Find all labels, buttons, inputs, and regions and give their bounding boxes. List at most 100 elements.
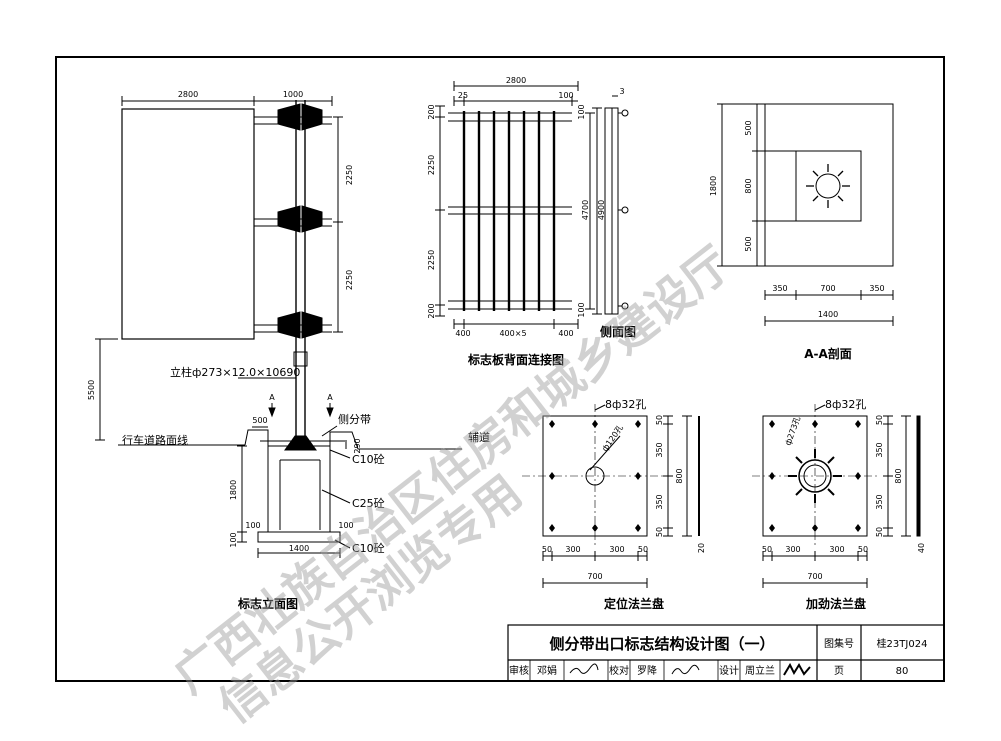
side-view xyxy=(585,95,629,315)
dim-label: 100 xyxy=(577,104,586,119)
dim-label: 50 xyxy=(858,545,868,554)
drawing-title: 侧分带出口标志结构设计图（一） xyxy=(549,635,774,653)
atlas-label: 图集号 xyxy=(824,637,854,650)
hole-label: 8ф32孔 xyxy=(825,398,866,411)
page-label: 页 xyxy=(834,665,844,677)
dim-label: 100 xyxy=(338,521,353,530)
designer-signature xyxy=(783,662,811,676)
dim-label: 2800 xyxy=(178,90,198,99)
reviewer-name: 邓娟 xyxy=(537,664,557,677)
dim-label: 50 xyxy=(762,545,772,554)
title-block xyxy=(507,624,945,682)
flange-stiffened xyxy=(752,404,921,588)
sign-arm xyxy=(254,205,332,233)
dim-label: 300 xyxy=(829,545,844,554)
dim-label: 1000 xyxy=(283,90,303,99)
concrete-label: C25砼 xyxy=(352,497,385,510)
concrete-label: C10砼 xyxy=(352,453,385,466)
dim-label: 25 xyxy=(458,91,468,100)
dim-label: 4900 xyxy=(597,200,606,220)
dim-label: 4700 xyxy=(581,200,590,220)
dim-label: 300 xyxy=(785,545,800,554)
post-base xyxy=(284,435,317,451)
checker-signature xyxy=(671,664,700,675)
flange-stiffened-caption: 加劲法兰盘 xyxy=(805,596,866,611)
sign-arm xyxy=(254,311,332,339)
section-mark: A xyxy=(269,393,275,402)
dim-label: 100 xyxy=(229,532,238,547)
dim-label: 700 xyxy=(587,572,602,581)
dim-label: 50 xyxy=(655,527,664,537)
dim-label: 2250 xyxy=(427,250,436,270)
page-number: 80 xyxy=(896,666,909,677)
dim-label: 800 xyxy=(675,468,684,483)
hole-label: ф120孔 xyxy=(600,423,625,453)
flange-plate xyxy=(795,150,862,222)
dim-label: 50 xyxy=(655,415,664,425)
dim-label: 2250 xyxy=(345,270,354,290)
watermark-line-1: 广西壮族自治区住房和城乡建设厅 xyxy=(164,236,741,703)
dim-label: 100 xyxy=(577,302,586,317)
sign-arm xyxy=(254,103,332,131)
reviewer-signature xyxy=(569,663,599,674)
section-aa-labels: 500 800 500 1800 350 700 350 1400 A-A剖面 xyxy=(709,120,885,361)
dim-label: 350 xyxy=(875,442,884,457)
title-block-text: 侧分带出口标志结构设计图（一） 图集号 桂23TJ024 审核 邓娟 校对 罗降… xyxy=(509,635,927,677)
section-aa-caption: A-A剖面 xyxy=(804,346,852,361)
dim-label: 50 xyxy=(875,415,884,425)
median-label: 侧分带 xyxy=(338,413,371,426)
dim-label: 100 xyxy=(245,521,260,530)
dim-label: 700 xyxy=(807,572,822,581)
dim-label: 200 xyxy=(427,303,436,318)
back-view-labels: 2800 25 100 200 2250 2250 200 400 400×5 … xyxy=(427,76,574,367)
post-label: 立柱ф273×12.0×10690 xyxy=(170,365,300,379)
dim-label: 300 xyxy=(565,545,580,554)
flange-locating-caption: 定位法兰盘 xyxy=(604,596,664,611)
elevation-labels: 2800 1000 2250 2250 5500 立柱ф273×12.0×106… xyxy=(87,90,490,611)
hole-label: ф273孔 xyxy=(783,415,802,446)
dim-label: 500 xyxy=(252,416,267,425)
design-label: 设计 xyxy=(719,664,739,677)
dim-label: 50 xyxy=(542,545,552,554)
section-mark: A xyxy=(327,393,333,402)
dim-label: 350 xyxy=(655,494,664,509)
sign-panel xyxy=(121,108,255,340)
road-surface-label: 行车道路面线 xyxy=(122,433,188,447)
hole-label: 8ф32孔 xyxy=(605,398,646,411)
atlas-number: 桂23TJ024 xyxy=(877,637,928,650)
dim-label: 50 xyxy=(638,545,648,554)
dim-label: 2250 xyxy=(427,155,436,175)
foundation xyxy=(267,445,331,533)
flange-stiffened-labels: 8ф32孔 ф273孔 50 350 350 50 800 40 50 300 … xyxy=(762,398,926,611)
bolt-holes xyxy=(549,420,641,532)
dim-label: 1800 xyxy=(229,480,238,500)
dim-label: 1800 xyxy=(709,176,718,196)
foundation-plan xyxy=(764,103,894,267)
dim-label: 400 xyxy=(558,329,573,338)
dim-label: 100 xyxy=(558,91,573,100)
dim-label: 1400 xyxy=(818,310,838,319)
dim-label: 700 xyxy=(820,284,835,293)
dim-label: 500 xyxy=(744,236,753,251)
dim-label: 50 xyxy=(875,527,884,537)
back-view xyxy=(435,81,579,329)
drawing-frame xyxy=(55,56,945,682)
dim-label: 400 xyxy=(455,329,470,338)
dim-label: 2250 xyxy=(345,165,354,185)
dim-label: 1400 xyxy=(289,544,309,553)
dim-label: 5500 xyxy=(87,380,96,400)
elevation-caption: 标志立面图 xyxy=(237,596,298,611)
stiffener-ribs xyxy=(462,111,556,311)
dim-label: 2800 xyxy=(506,76,526,85)
dim-label: 350 xyxy=(869,284,884,293)
flange-locating-labels: 8ф32孔 ф120孔 50 350 350 50 800 20 50 300 … xyxy=(542,398,706,611)
dim-label: 350 xyxy=(772,284,787,293)
dim-label: 800 xyxy=(744,178,753,193)
side-panel xyxy=(611,107,619,315)
flange-locating xyxy=(522,404,700,588)
checker-name: 罗降 xyxy=(637,664,657,677)
watermark: 广西壮族自治区住房和城乡建设厅 信息公开浏览专用 xyxy=(164,236,741,733)
dim-label: 40 xyxy=(917,543,926,553)
